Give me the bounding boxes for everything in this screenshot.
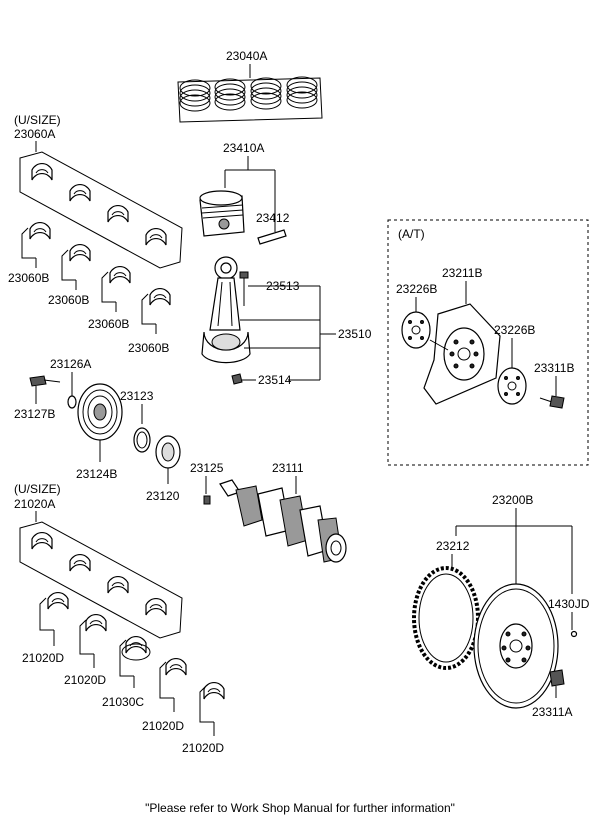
label-thrust-bearing: 21030C bbox=[102, 695, 144, 709]
label-main-bearing-usize: 23060A bbox=[14, 127, 55, 141]
at-drive-plate-group: (A/T) 23211B 23226B 23226B 23311B bbox=[387, 219, 589, 466]
label-conrod-assy: 23510 bbox=[338, 327, 372, 341]
label-conrod-nut: 23514 bbox=[258, 373, 292, 387]
main-bearing-usize-group: (U/SIZE) 23060A bbox=[14, 113, 183, 269]
label-adapter-plate-2: 23226B bbox=[494, 323, 535, 337]
label-main-bearing-4: 23060B bbox=[128, 341, 169, 355]
damper-pulley-group: 23126A 23127B 23124B 23123 23120 23125 bbox=[14, 357, 224, 505]
label-adapter-plate-1: 23226B bbox=[396, 282, 437, 296]
flywheel-group: 23200B 23212 1430JD 23311A bbox=[412, 493, 590, 719]
label-ring-gear: 23212 bbox=[436, 539, 470, 553]
label-flywheel-assy: 23200B bbox=[492, 493, 533, 507]
label-usize-1: (U/SIZE) bbox=[14, 113, 61, 127]
label-bearing-d-1: 21020D bbox=[22, 651, 64, 665]
label-main-bearing-3: 23060B bbox=[88, 317, 129, 331]
label-main-bearing-2: 23060B bbox=[48, 293, 89, 307]
label-damper-pulley: 23124B bbox=[76, 467, 117, 481]
label-crank-sprocket: 23120 bbox=[146, 489, 180, 503]
label-piston-pin: 23412 bbox=[256, 211, 290, 225]
footer-note: "Please refer to Work Shop Manual for fu… bbox=[145, 801, 455, 815]
label-flywheel-bolt: 23311A bbox=[532, 705, 572, 719]
label-pulley-key: 23123 bbox=[120, 389, 154, 403]
label-bearing-d-4: 21020D bbox=[182, 741, 224, 755]
label-drive-plate: 23211B bbox=[442, 266, 482, 280]
label-damper-washer: 23126A bbox=[50, 357, 91, 371]
label-at-bolt: 23311B bbox=[534, 361, 574, 375]
label-usize-2: (U/SIZE) bbox=[14, 482, 61, 496]
label-at: (A/T) bbox=[398, 227, 425, 241]
label-bearing-d-2: 21020D bbox=[64, 673, 106, 687]
crankshaft-group: 23111 bbox=[219, 461, 347, 563]
piston-rings-group: 23040A bbox=[177, 49, 323, 123]
main-bearing-b-group: 23060B 23060B 23060B 23060B bbox=[8, 221, 171, 355]
label-bearing-d-3: 21020D bbox=[142, 719, 184, 733]
label-piston-rings: 23040A bbox=[226, 49, 267, 63]
label-crank-pin: 23125 bbox=[190, 461, 224, 475]
label-damper-bolt: 23127B bbox=[14, 407, 55, 421]
thrust-bearing-usize-group: (U/SIZE) 21020A bbox=[14, 482, 183, 639]
piston-group: 23410A 23412 bbox=[199, 141, 290, 245]
label-thrust-bearing-usize: 21020A bbox=[14, 497, 55, 511]
conrod-group: 23513 23510 23514 bbox=[201, 256, 372, 387]
label-piston: 23410A bbox=[223, 141, 264, 155]
label-dowel-pin: 1430JD bbox=[548, 597, 590, 611]
label-crankshaft: 23111 bbox=[272, 461, 304, 475]
bearing-d-group: 21020D 21020D 21030C 21020D 21020D bbox=[22, 591, 225, 755]
label-main-bearing-1: 23060B bbox=[8, 271, 49, 285]
